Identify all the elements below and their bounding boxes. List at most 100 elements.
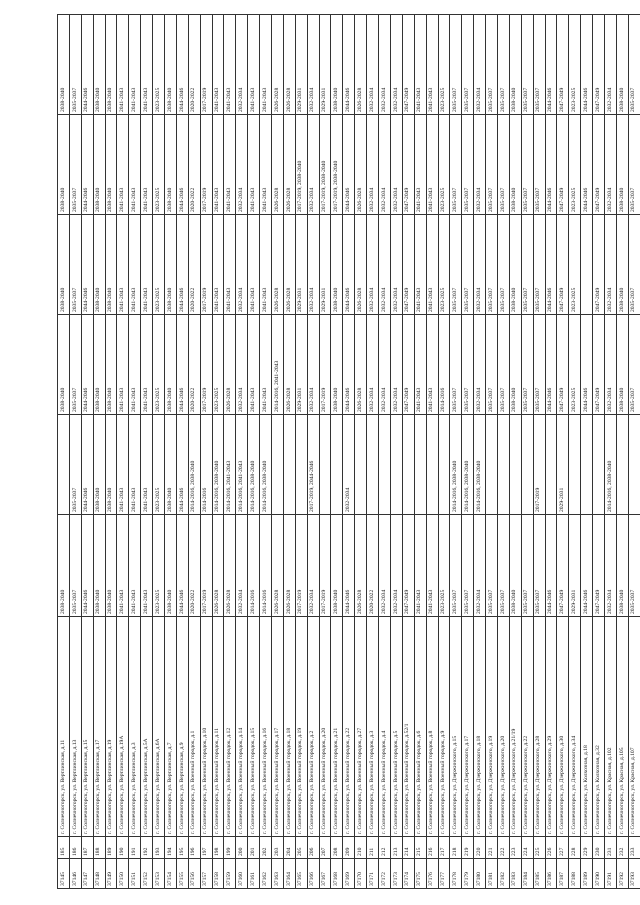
table-cell: 2041-2043 [414,114,427,215]
table-cell: 2020-2022 [188,114,201,215]
table-cell: 2035-2037 [497,114,510,215]
table-cell: 2041-2043 [140,414,153,515]
table-cell: 212 [378,836,391,859]
table-cell: г. Солнечногорск, ул. Дзержинского, д.18 [473,616,486,837]
table-cell: 2035-2037 [533,14,546,115]
table-cell: 2041-2043 [223,214,236,315]
table-cell [378,414,391,515]
table-cell: 2032-2034 [307,14,320,115]
table-cell: 2023-2025 [152,214,165,315]
table-cell: 37182 [497,858,510,889]
table-cell: 2035-2037 [69,414,82,515]
table-cell: 220 [473,836,486,859]
table-cell: 2032-2034 [390,114,403,215]
table-cell: 2044-2046 [580,114,593,215]
table-cell: г. Солнечногорск, ул. Военный городок, д… [223,616,236,837]
table-cell: 2041-2043 [128,14,141,115]
table-cell: 2044-2046 [342,214,355,315]
table-cell: 37187 [556,858,569,889]
table-cell: 2035-2037 [497,214,510,315]
table-cell: г. Солнечногорск, ул. Военный городок, д… [283,616,296,837]
table-cell: 2032-2034 [378,514,391,617]
table-cell: 2038-2040 [57,314,70,415]
table-cell: 2041-2043 [426,214,438,315]
table-cell: г. Солнечногорск, ул. Красная, д.105 [616,616,629,837]
table-cell: 2041-2043 [259,114,272,215]
table-cell: г. Солнечногорск, ул. Вертлинская, д.17 [93,616,106,837]
table-cell: 2017-2019 [200,114,213,215]
table-cell: 2035-2037 [533,314,546,415]
table-cell: 2014-2016, 2041-2043 [235,414,248,515]
table-cell: 209 [342,836,355,859]
table-cell: 2041-2043 [414,14,427,115]
table-cell [271,414,284,515]
table-cell: 203 [271,836,284,859]
table-cell: г. Солнечногорск, ул. Военный городок, д… [188,616,201,837]
table-cell: 2044-2046 [81,314,94,415]
table-cell: 2041-2043 [212,14,224,115]
table-cell: 2038-2040 [164,514,177,617]
table-cell: 2041-2043 [116,414,129,515]
table-cell: 210 [354,836,367,859]
table-cell: 2026-2028 [283,214,296,315]
table-cell: 223 [509,836,522,859]
table-cell: г. Солнечногорск, ул. Военный городок, д… [402,616,415,837]
table-cell: 37163 [271,858,284,889]
table-cell: 2035-2037 [521,14,534,115]
table-cell: 2026-2028 [271,514,284,617]
table-cell: 37191 [604,858,617,889]
table-cell: 2029-2031 [568,514,581,617]
table-cell: 187 [81,836,94,859]
table-cell: 2038-2040 [93,414,106,515]
table-cell: 37186 [545,858,557,889]
table-cell: г. Солнечногорск, ул. Военный городок, д… [414,616,427,837]
table-cell: 2041-2043 [426,114,438,215]
table-cell: 2044-2046 [545,514,557,617]
table-cell: 2035-2037 [69,314,82,415]
table-cell: 188 [93,836,106,859]
table-cell: 2026-2028 [223,314,236,415]
table-cell: 2014-2016, 2038-2040 [449,414,462,515]
table-cell: 2041-2043 [223,114,236,215]
table-cell: 2038-2040 [330,14,343,115]
table-cell: 2041-2043 [247,14,260,115]
table-cell: 2038-2040 [509,314,522,415]
table-cell [485,414,498,515]
table-cell: 2044-2046 [81,14,94,115]
table-cell: 2017-2019 [200,314,213,415]
table-cell: 37161 [247,858,260,889]
table-cell: 2044-2046 [545,114,557,215]
table-cell: 2041-2043 [426,514,438,617]
table-cell: г. Солнечногорск, ул. Колхозная, д.18 [580,616,593,837]
table-cell: 208 [330,836,343,859]
table-cell: 217 [438,836,450,859]
table-cell: 2035-2037 [521,314,534,415]
table-cell: 37180 [473,858,486,889]
table-cell: 2023-2025 [152,14,165,115]
table-cell: 2023-2025 [568,14,581,115]
table-cell: 2017-2019, 2038-2040 [319,114,331,215]
table-cell: г. Солнечногорск, ул. Военный городок, д… [426,616,438,837]
table-cell: 2035-2037 [485,14,498,115]
table-cell: 2047-2049 [592,214,605,315]
table-cell: 2044-2046 [176,514,189,617]
table-cell: 221 [485,836,498,859]
table-cell: 2032-2034 [378,14,391,115]
table-cell: 2041-2043 [116,314,129,415]
table-cell: 2044-2046 [176,314,189,415]
table-cell: 37160 [235,858,248,889]
table-cell: 2044-2046 [342,114,355,215]
table-cell: г. Солнечногорск, ул. Красная, д.102 [604,616,617,837]
table-cell: 2017-2019, 2038-2040 [295,114,308,215]
